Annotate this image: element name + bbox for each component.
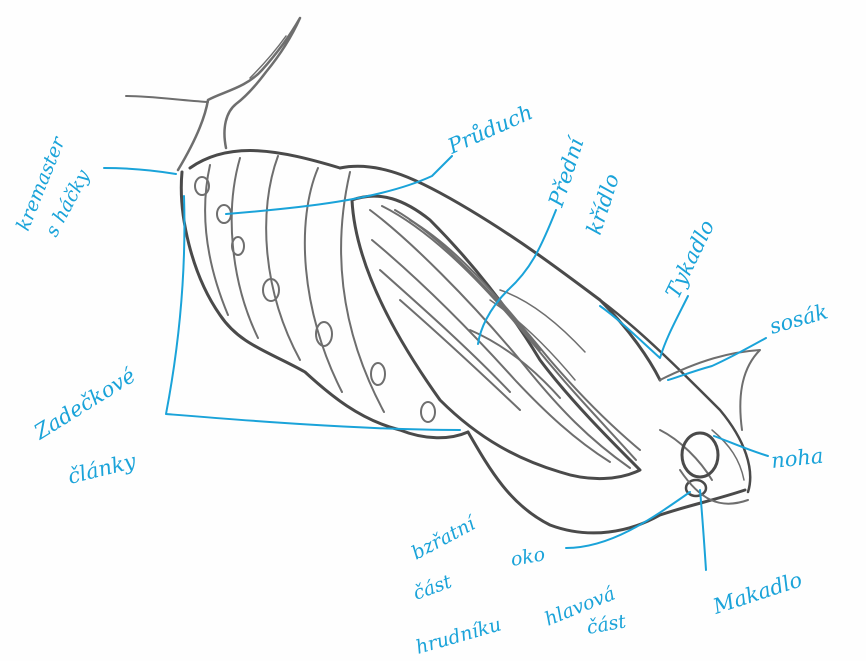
label-cast: část — [410, 570, 455, 604]
label-cast-2: část — [585, 610, 628, 639]
label-kridlo: křídlo — [582, 171, 624, 238]
leader-pruduch — [226, 156, 452, 214]
label-predni: Přední — [544, 133, 590, 210]
label-noha: noha — [770, 444, 824, 473]
leader-tykadlo — [600, 296, 688, 358]
leader-lines — [104, 156, 768, 570]
label-makadlo: Makadlo — [709, 567, 805, 619]
label-tykadlo: Tykadlo — [661, 216, 719, 302]
label-bzratni: bzřatní — [408, 511, 481, 564]
label-hrudniku: hrudníku — [413, 613, 503, 658]
label-clanky: články — [65, 449, 139, 489]
label-oko: oko — [509, 543, 547, 571]
leader-noha — [714, 436, 768, 456]
pupa-drawing — [126, 18, 760, 533]
label-pruduch: Průduch — [443, 100, 536, 159]
label-zadeckove: Zadečkové — [29, 363, 140, 445]
label-sosak: sosák — [767, 299, 831, 338]
leader-oko — [566, 492, 690, 548]
leader-kremaster — [104, 168, 176, 174]
